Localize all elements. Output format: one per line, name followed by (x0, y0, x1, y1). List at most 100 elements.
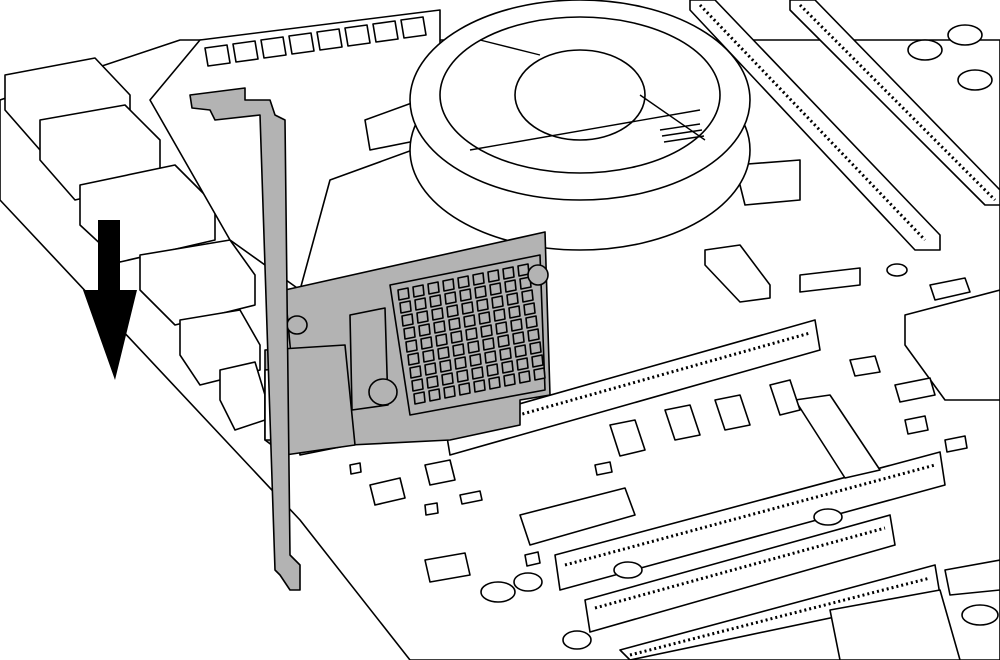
heatsink-fin (418, 323, 431, 337)
heatsink-fin (510, 318, 523, 332)
heatsink-fin (463, 314, 476, 328)
heatsink-fin (416, 310, 429, 324)
insert-direction-arrow (83, 220, 137, 380)
heatsink-fin (448, 317, 461, 331)
heatsink-fin (512, 331, 525, 345)
heatsink-fin (441, 372, 454, 386)
heatsink-fin (412, 284, 425, 298)
heatsink-fin (502, 266, 515, 280)
heatsink-fin (403, 326, 416, 340)
heatsink-fin (439, 359, 452, 373)
heatsink-fin (518, 370, 531, 384)
heatsink-fin (409, 365, 422, 379)
heatsink-fin (457, 275, 470, 289)
heatsink-fin (523, 302, 536, 316)
screw (286, 315, 308, 335)
capacitors (886, 24, 993, 277)
m2-connector (704, 244, 771, 303)
vrm-fin (204, 44, 231, 67)
heatsink-fin (499, 347, 512, 361)
vrm-fin (232, 40, 259, 63)
heatsink-fin (397, 287, 410, 301)
heatsink-fin (469, 353, 482, 367)
heatsink-fin (471, 366, 484, 380)
heatsink-fin (482, 337, 495, 351)
rear-io-ports (4, 57, 266, 431)
header (519, 487, 636, 546)
heatsink-fin (431, 307, 444, 321)
heatsink-fin (497, 334, 510, 348)
pci-bracket (189, 87, 301, 591)
heatsink-fin (458, 382, 471, 396)
heatsink-fin (399, 300, 412, 314)
heatsink-fin (433, 320, 446, 334)
vrm-fin (316, 28, 343, 51)
heatsink-fin (420, 336, 433, 350)
heatsink-fin (427, 281, 440, 295)
heatsink-fin (519, 276, 532, 290)
heatsink-fin (491, 295, 504, 309)
vrm-fin (400, 16, 427, 39)
heatsink-fin (488, 376, 501, 390)
heatsink-fin (489, 282, 502, 296)
heatsink-fin (486, 363, 499, 377)
heatsink-fin (446, 304, 459, 318)
heatsink-fin (467, 340, 480, 354)
heatsink-fin (411, 378, 424, 392)
heatsink-fin (508, 305, 521, 319)
vrm-fin (372, 20, 399, 43)
heatsink-fin (516, 357, 529, 371)
heatsink-fin (495, 321, 508, 335)
heatsink-fin (414, 297, 427, 311)
heatsink-fin (442, 278, 455, 292)
heatsink-fin (514, 344, 527, 358)
heatsink-fin (529, 341, 542, 355)
heatsink-fin (437, 346, 450, 360)
heatsink-fin (444, 291, 457, 305)
heatsink-fin (456, 369, 469, 383)
heatsink-fin (473, 379, 486, 393)
heatsink-fin (452, 343, 465, 357)
heatsink-fin (525, 315, 538, 329)
heatsink-fin (465, 327, 478, 341)
heatsink-fin (424, 362, 437, 376)
heatsink-fin (487, 269, 500, 283)
heatsink-fin (413, 391, 426, 405)
heatsink-fin (521, 289, 534, 303)
heatsink-fin (533, 367, 546, 381)
heatsink-fin (531, 354, 544, 368)
chip (929, 277, 971, 301)
heatsink-fin (461, 301, 474, 315)
heatsink-fin (527, 328, 540, 342)
heatsink-fin (429, 294, 442, 308)
vrm-heatsink (149, 9, 441, 291)
vrm-fin (260, 36, 287, 59)
heatsink-fin (484, 350, 497, 364)
heatsink-fin (506, 292, 519, 306)
heatsink-fin (428, 388, 441, 402)
heatsink-fin (480, 324, 493, 338)
small-components (349, 355, 1000, 650)
heatsink-fin (503, 373, 516, 387)
vrm-fin (344, 24, 371, 47)
heatsink-fin (476, 298, 489, 312)
screw (527, 264, 549, 286)
pcie-slots (444, 319, 961, 660)
heatsink-fin (407, 352, 420, 366)
cpu-cooler-fan (364, 0, 801, 251)
heatsink-fin (478, 311, 491, 325)
usb-header (829, 589, 961, 660)
chip (799, 267, 861, 293)
heatsink-fin (501, 360, 514, 374)
heatsink-fin (474, 285, 487, 299)
heatsink-fin (493, 308, 506, 322)
heatsink-fin (435, 333, 448, 347)
network-expansion-card (189, 87, 551, 591)
heatsink-fin (454, 356, 467, 370)
heatsink-fin (472, 272, 485, 286)
heatsink-fin (405, 339, 418, 353)
heatsink-fin (504, 279, 517, 293)
heatsink-fin (426, 375, 439, 389)
chipset-heatsink (904, 289, 1000, 401)
